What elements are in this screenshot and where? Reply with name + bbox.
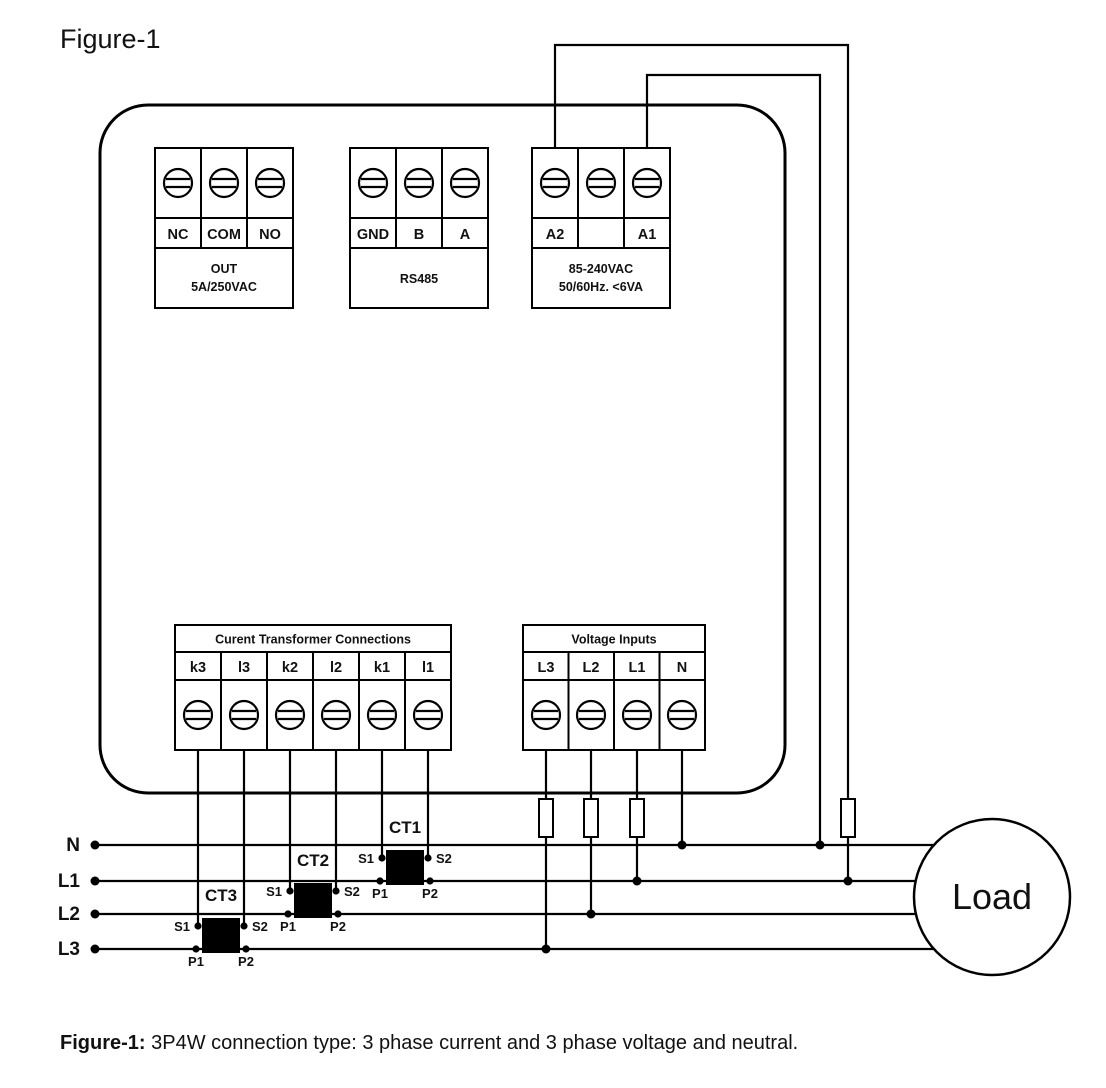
phase-label-l1: L1: [58, 871, 81, 892]
terminal-label-nc: NC: [168, 227, 189, 243]
ct2-s1-label: S1: [266, 884, 282, 899]
screw-terminal-icon: [449, 167, 481, 199]
ct-terminal-dots: [192, 854, 434, 953]
terminal-label-a: A: [460, 227, 471, 243]
junction-dots: [90, 840, 853, 954]
terminal-label-k1: k1: [374, 660, 390, 676]
terminal-label-k3: k3: [190, 660, 206, 676]
figure-title: Figure-1: [60, 24, 161, 54]
relay-caption-line2: 5A/250VAC: [191, 280, 257, 294]
screw-terminal-icon: [585, 167, 617, 199]
voltage-block-header: Voltage Inputs: [571, 633, 656, 647]
screw-terminal-icon: [357, 167, 389, 199]
aux-power-block: A2 A1 85-240VAC 50/60Hz. <6VA: [531, 147, 671, 309]
ct1-p1-label: P1: [372, 886, 388, 901]
screw-terminal-icon: [228, 699, 260, 731]
fuse-icon: [840, 798, 856, 838]
terminal-label-vl2: L2: [583, 660, 600, 676]
terminal-label-l1: l1: [422, 660, 434, 676]
ct3-body: [202, 918, 240, 953]
ct3-labels: CT3 S1 S2 P1 P2: [174, 886, 268, 969]
supply-wires: [553, 43, 850, 881]
load-circle: [912, 817, 1072, 977]
wire-a1-to-n: [645, 73, 822, 845]
screw-terminal-icon: [182, 699, 214, 731]
ct-secondary-wires: [196, 750, 430, 926]
terminal-label-vn: N: [677, 660, 687, 676]
ct-connections-block: Curent Transformer Connections k3 l3 k2 …: [174, 624, 452, 751]
screw-terminal-icon: [162, 167, 194, 199]
ct3-s2-label: S2: [252, 919, 268, 934]
ct2-p2-label: P2: [330, 919, 346, 934]
terminal-label-l2: l2: [330, 660, 342, 676]
fuse-icon: [583, 798, 599, 838]
ct1-body: [386, 850, 424, 885]
screw-terminal-icon: [621, 699, 653, 731]
rs485-block: GND B A RS485: [349, 147, 489, 309]
ct2-labels: CT2 S1 S2 P1 P2: [266, 851, 360, 934]
fuse-icon: [538, 798, 554, 838]
phase-label-l2: L2: [58, 904, 80, 925]
fuses: [538, 798, 856, 838]
power-caption-line1: 85-240VAC: [569, 262, 633, 276]
ct1-name: CT1: [389, 818, 421, 837]
screw-terminal-icon: [254, 167, 286, 199]
device-body: [98, 103, 787, 795]
screw-terminal-icon: [366, 699, 398, 731]
rs485-caption: RS485: [400, 272, 438, 286]
voltage-inputs-block: Voltage Inputs L3 L2 L1 N: [522, 624, 706, 751]
load: Load: [912, 817, 1072, 977]
fuse-icon: [629, 798, 645, 838]
figure-caption: Figure-1: 3P4W connection type: 3 phase …: [60, 1032, 798, 1054]
phase-labels: N L1 L2 L3: [58, 835, 81, 960]
ct3-p2-label: P2: [238, 954, 254, 969]
ct2-body: [294, 883, 332, 918]
ct2-name: CT2: [297, 851, 329, 870]
terminal-label-no: NO: [259, 227, 281, 243]
ct2-p1-label: P1: [280, 919, 296, 934]
phase-lines: [95, 843, 945, 951]
relay-caption-line1: OUT: [211, 262, 238, 276]
ct1-labels: CT1 S1 S2 P1 P2: [358, 818, 452, 901]
voltage-input-wires: [544, 750, 684, 949]
power-caption-line2: 50/60Hz. <6VA: [559, 280, 643, 294]
screw-terminal-icon: [530, 699, 562, 731]
terminal-label-a2: A2: [546, 227, 565, 243]
terminal-label-a1: A1: [638, 227, 657, 243]
screw-terminal-icon: [575, 699, 607, 731]
relay-output-block: NC COM NO OUT 5A/250VAC: [154, 147, 294, 309]
screw-terminal-icon: [320, 699, 352, 731]
ct1-p2-label: P2: [422, 886, 438, 901]
ct1-s2-label: S2: [436, 851, 452, 866]
terminal-label-com: COM: [207, 227, 241, 243]
wire-a2-to-l1: [553, 43, 850, 881]
phase-label-n: N: [66, 835, 80, 856]
ct1-s1-label: S1: [358, 851, 374, 866]
ct3-name: CT3: [205, 886, 237, 905]
terminal-label-gnd: GND: [357, 227, 389, 243]
screw-terminal-icon: [208, 167, 240, 199]
screw-terminal-icon: [631, 167, 663, 199]
screw-terminal-icon: [666, 699, 698, 731]
load-label: Load: [952, 876, 1032, 917]
ct-block-header: Curent Transformer Connections: [215, 633, 411, 647]
ct3-p1-label: P1: [188, 954, 204, 969]
terminal-label-k2: k2: [282, 660, 298, 676]
screw-terminal-icon: [274, 699, 306, 731]
ct3-s1-label: S1: [174, 919, 190, 934]
figure-caption-text: 3P4W connection type: 3 phase current an…: [146, 1032, 799, 1054]
ct2-s2-label: S2: [344, 884, 360, 899]
figure-caption-bold: Figure-1:: [60, 1032, 146, 1054]
terminal-label-l3: l3: [238, 660, 250, 676]
phase-label-l3: L3: [58, 939, 80, 960]
screw-terminal-icon: [539, 167, 571, 199]
screw-terminal-icon: [403, 167, 435, 199]
screw-terminal-icon: [412, 699, 444, 731]
terminal-label-vl1: L1: [629, 660, 646, 676]
terminal-label-b: B: [414, 227, 424, 243]
terminal-label-vl3: L3: [538, 660, 555, 676]
